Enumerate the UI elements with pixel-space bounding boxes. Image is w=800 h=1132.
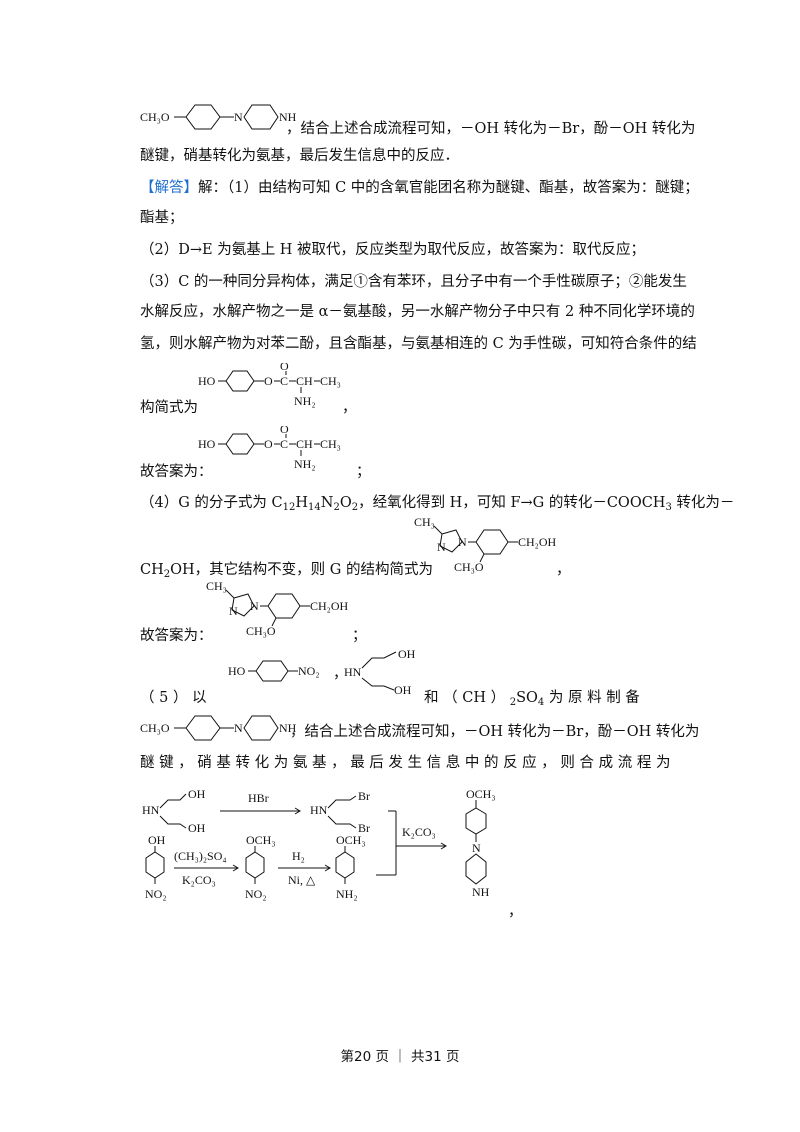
- answer-5-line-2-tail: ，结合上述合成流程可知，－OH 转化为－Br，酚－OH 转化为: [290, 724, 700, 740]
- no2-label: NO₂: [298, 664, 320, 678]
- compound-g-structure-1: CH₃ N N CH₂OH CH₃O: [414, 515, 557, 574]
- nitrophenol-structure: HO NO₂: [228, 660, 320, 682]
- k2co3-label: K₂CO₃: [182, 873, 216, 887]
- ch2oh-label: CH₂OH: [518, 535, 557, 549]
- ch3-label: CH₃: [206, 579, 227, 593]
- k2co3-label: K₂CO₃: [402, 825, 436, 839]
- page-footer: 第20 页 ｜ 共31 页: [340, 1049, 460, 1065]
- ester-isomer-structure-1: HO O C O CH CH₃ NH₂: [198, 363, 341, 408]
- oh-label: OH: [394, 683, 412, 696]
- carbonyl-o-label: O: [280, 426, 289, 436]
- answer-tag: 【解答】: [140, 180, 198, 196]
- ch3o-label: CH₃O: [140, 110, 170, 124]
- o-label: O: [264, 374, 273, 388]
- n-label: N: [472, 841, 481, 855]
- br-label: Br: [358, 821, 370, 835]
- oh-label: OH: [398, 647, 416, 661]
- ni-catalyst-label: Ni, △: [288, 873, 316, 887]
- hbr-label: HBr: [248, 791, 269, 805]
- ch3o-label: CH₃O: [140, 721, 170, 735]
- och3-label: OCH₃: [466, 787, 496, 801]
- ch3-label: CH₃: [414, 515, 435, 529]
- och3-label: OCH₃: [336, 833, 366, 847]
- och3-label: OCH₃: [246, 833, 276, 847]
- n-label: N: [229, 604, 238, 618]
- ch-label: CH: [296, 437, 313, 451]
- diethanolamine-structure: HN OH OH: [344, 647, 416, 696]
- h2-label: H₂: [292, 849, 305, 863]
- methoxyphenylpiperazine-structure-1: CH₃O N NH: [140, 104, 297, 130]
- answer-4-line-2: CH2OH，其它结构不变，则 G 的结构简式为: [140, 562, 433, 580]
- answer-2: （2）D→E 为氨基上 H 被取代，反应类型为取代反应，故答案为：取代反应；: [140, 242, 646, 258]
- ho-label: HO: [198, 374, 216, 388]
- n-label: N: [234, 721, 243, 735]
- ch3-label: CH₃: [320, 437, 341, 451]
- semicolon-2: ；: [352, 628, 367, 644]
- dimethyl-sulfate-label: (CH₃)₂SO₄: [174, 849, 227, 863]
- ch3o-label: CH₃O: [454, 560, 484, 574]
- answer-5-line-1: （ 5 ） 以: [140, 690, 207, 706]
- ch3o-label: CH₃O: [246, 624, 276, 638]
- c-label: C: [280, 437, 288, 451]
- answer-5-line-1-tail: 和 （ CH ） 2SO4 为 原 料 制 备: [424, 690, 640, 708]
- answer-3-label: 故答案为：: [140, 464, 213, 480]
- n-label: N: [458, 535, 467, 549]
- comma-2: ，: [556, 562, 571, 578]
- hn-label: HN: [310, 803, 328, 817]
- nh-label: NH: [279, 110, 297, 124]
- nh-label: NH: [472, 885, 490, 899]
- hn-label: HN: [142, 803, 160, 817]
- ch3-label: CH₃: [320, 374, 341, 388]
- n-label: N: [437, 540, 446, 554]
- intro-line-2: 醚键，硝基转化为氨基，最后发生信息中的反应．: [140, 148, 459, 164]
- intro-line-1-tail: ，结合上述合成流程可知，－OH 转化为－Br，酚－OH 转化为: [286, 121, 696, 137]
- nh2-label: NH₂: [294, 457, 316, 471]
- methoxyphenylpiperazine-structure-2: CH₃O N NH: [140, 715, 297, 741]
- c-label: C: [280, 374, 288, 388]
- synthesis-scheme: HN OH OH HBr HN Br Br K₂CO₃ OH NO₂ (CH₃)…: [142, 787, 496, 901]
- ester-isomer-structure-2: HO O C O CH CH₃ NH₂: [198, 426, 341, 471]
- oh-label: OH: [188, 787, 206, 801]
- no2-label: NO₂: [245, 887, 267, 901]
- carbonyl-o-label: O: [280, 363, 289, 373]
- answer-3-line-3: 氢，则水解产物为对苯二酚，且含酯基，与氨基相连的 C 为手性碳，可知符合条件的结: [140, 336, 697, 352]
- nh-label: NH: [279, 721, 297, 735]
- ch-label: CH: [296, 374, 313, 388]
- answer-3-line-4: 构简式为: [140, 400, 198, 416]
- n-label: N: [250, 599, 259, 613]
- answer-4-label: 故答案为：: [140, 628, 213, 644]
- answer-5-line-3: 醚 键 ， 硝 基 转 化 为 氨 基 ， 最 后 发 生 信 息 中 的 反 …: [140, 755, 671, 771]
- nh2-label: NH₂: [336, 887, 358, 901]
- reagent-separator-comma: ，: [333, 666, 348, 682]
- ho-label: HO: [228, 664, 246, 678]
- oh-label: OH: [188, 821, 206, 835]
- oh-label: OH: [148, 833, 166, 847]
- answer-line-2: 酯基；: [140, 210, 184, 226]
- ch2oh-label: CH₂OH: [310, 599, 349, 613]
- no2-label: NO₂: [145, 887, 167, 901]
- scheme-trailing-comma: ，: [508, 904, 523, 920]
- n-label: N: [234, 110, 243, 124]
- br-label: Br: [358, 789, 370, 803]
- answer-1-text: 解：（1）由结构可知 C 中的含氧官能团名称为醚键、酯基，故答案为：醚键；: [198, 180, 699, 196]
- compound-g-structure-2: CH₃ N N CH₂OH CH₃O: [206, 579, 349, 638]
- answer-3-line-1: （3）C 的一种同分异构体，满足①含有苯环，且分子中有一个手性碳原子；②能发生: [140, 274, 687, 290]
- comma-1: ，: [342, 400, 357, 416]
- semicolon-1: ；: [356, 464, 371, 480]
- answer-3-line-2: 水解反应，水解产物之一是 α－氨基酸，另一水解产物分子中只有 2 种不同化学环境…: [140, 304, 695, 320]
- o-label: O: [264, 437, 273, 451]
- answer-4-line-1: （4）G 的分子式为 C12H14N2O2，经氧化得到 H，可知 F→G 的转化…: [140, 495, 735, 513]
- nh2-label: NH₂: [294, 394, 316, 408]
- ho-label: HO: [198, 437, 216, 451]
- hn-label: HN: [344, 665, 362, 679]
- answer-line-1: 【解答】解：（1）由结构可知 C 中的含氧官能团名称为醚键、酯基，故答案为：醚键…: [140, 178, 699, 198]
